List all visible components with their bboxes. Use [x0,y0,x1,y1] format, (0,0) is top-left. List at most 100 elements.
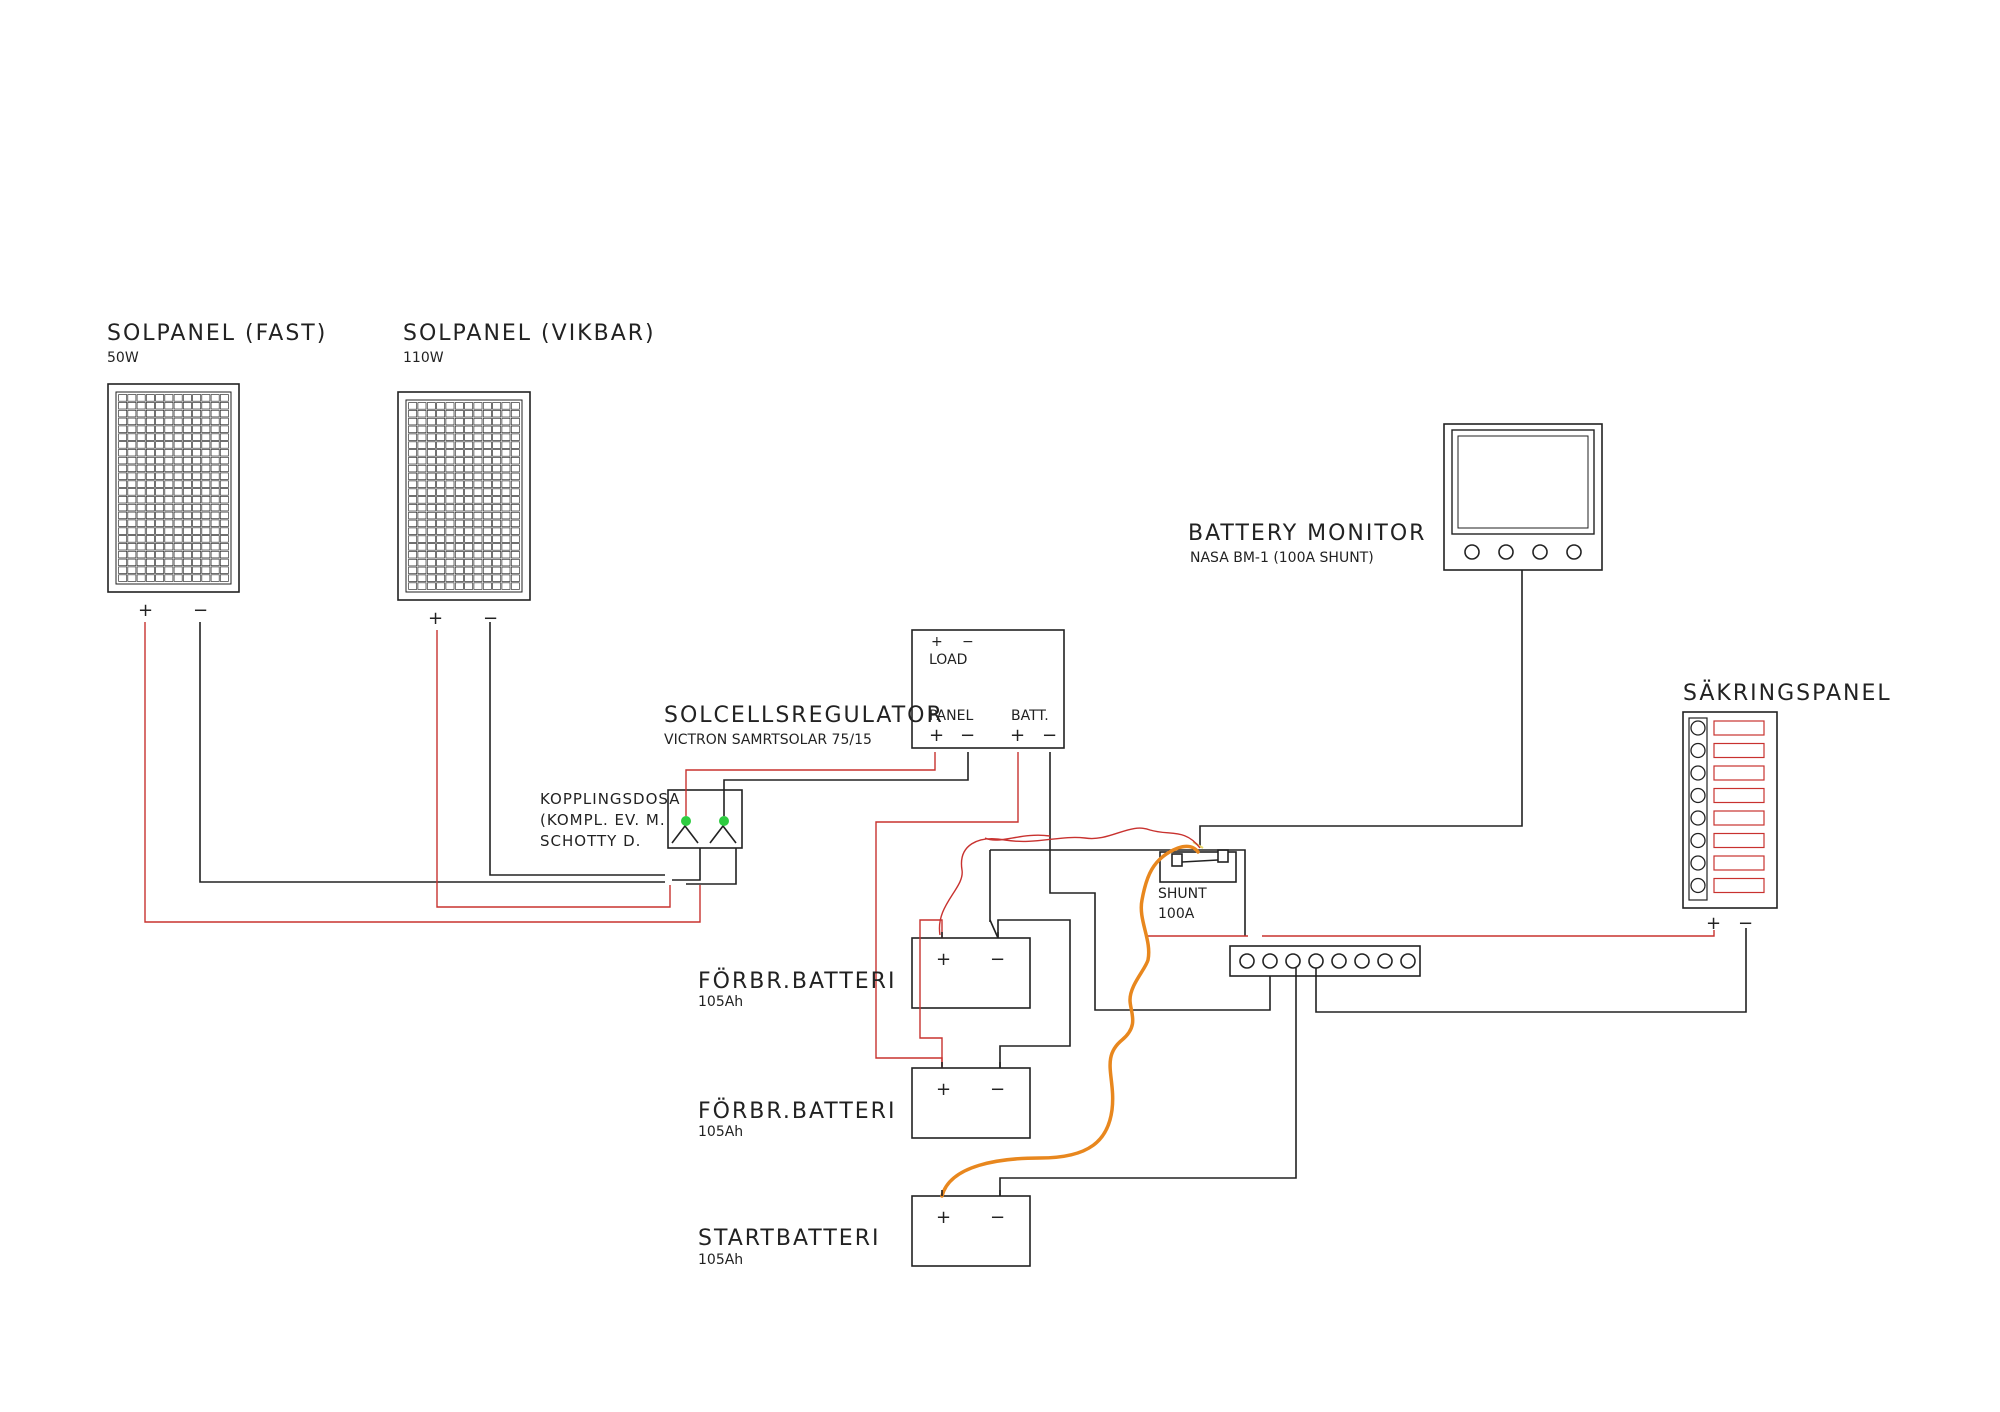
solar-cell [436,574,446,582]
shunt: SHUNT 100A [1158,849,1237,922]
solar-cell [501,511,511,520]
monitor-button-2[interactable] [1498,544,1514,560]
solar-cell [417,551,427,559]
solar-cell [482,457,492,465]
solar-cell [182,417,192,426]
solar-cell [417,449,427,457]
solar-cell [482,410,492,418]
solar-cell [127,535,137,543]
solar-cell [510,480,520,488]
solar-cell [145,449,155,457]
solar-cell [219,472,229,480]
solar-cell [219,433,229,441]
solar-cell [219,464,229,473]
solar-cell [408,535,418,543]
solar-cell [118,464,128,473]
solar-cell [464,566,474,575]
monitor-button-4[interactable] [1566,544,1582,560]
monitor-button-3[interactable] [1532,544,1548,560]
fuse-switch[interactable] [1690,810,1706,826]
solar-cell [182,472,192,480]
solar-cell [492,464,502,473]
junction-label-2: (KOMPL. EV. M. [540,811,666,829]
solar-cell [464,433,474,441]
solar-cell [417,425,427,434]
solar-cell [445,464,455,473]
solar-cell [136,511,146,520]
solar-cell [164,425,174,433]
solar-cell [464,449,474,457]
monitor-button-1[interactable] [1464,544,1480,560]
battery2-capacity: 105Ah [698,1124,743,1140]
solar-cell [510,566,520,575]
solar-cell [182,519,192,527]
fuse-switch[interactable] [1690,832,1706,849]
solar-cell [510,417,520,426]
solar-cell [210,503,220,512]
solar-cell [464,504,474,512]
fuse-switch[interactable] [1690,877,1706,894]
solar-cell [454,519,464,528]
solar-cell [127,503,137,512]
solar-cell [192,519,202,527]
solar-cell [201,488,211,496]
solar-cell [510,449,520,457]
solar-cell [436,457,446,465]
fuse-switch[interactable] [1690,765,1706,781]
solar-cell [492,566,502,575]
solar-cell [510,496,520,504]
solar-cell [510,410,520,418]
solar-cell [417,464,427,473]
reg-batt-plus: + [1010,725,1025,746]
solar-cell [473,566,483,575]
solar-cell [182,527,192,535]
solar-cell [219,488,229,496]
monitor-model: NASA BM-1 (100A SHUNT) [1190,550,1374,566]
battery3-minus: − [990,1207,1005,1228]
panel-foldable-plus: + [428,608,443,629]
solar-cell [417,558,427,567]
solar-cell [445,457,455,465]
fuse-switch[interactable] [1690,742,1706,759]
solar-cell [201,543,211,551]
solar-cell [408,558,418,567]
solar-cell [501,551,511,559]
solar-cell [136,433,146,441]
solar-cell [445,449,455,457]
solar-cell [192,409,202,418]
solar-cell [201,535,211,543]
solar-cell [118,433,128,441]
solar-cell [219,511,229,520]
solar-cell [210,433,220,441]
solar-cell [454,543,464,551]
solar-cell [454,566,464,575]
solar-cell [482,402,492,410]
solar-cell [464,464,474,473]
solar-cell [492,543,502,551]
solar-cell [201,519,211,527]
solar-cell [408,425,418,434]
solar-cell [436,480,446,488]
solar-cell [145,425,155,433]
solar-cell [173,394,183,402]
solar-cell [436,527,446,535]
fuse-switch[interactable] [1690,787,1706,804]
solar-cell [136,464,146,473]
shunt-rating: 100A [1158,906,1195,922]
solar-cell [436,441,446,449]
solar-cell [454,472,464,481]
solar-cell [492,417,502,426]
solar-cell [510,527,520,535]
solar-cell [426,441,436,449]
solar-cell [155,433,165,441]
solar-cell [127,417,137,426]
solar-cell [127,456,137,465]
solar-cell [492,551,502,559]
solar-cell [501,449,511,457]
solar-cell [155,527,165,535]
fuse-switch[interactable] [1690,855,1706,871]
fuse-switch[interactable] [1690,720,1706,736]
solar-cell [510,582,520,590]
panel-foldable-cells [408,402,520,590]
solar-cell [445,574,455,582]
